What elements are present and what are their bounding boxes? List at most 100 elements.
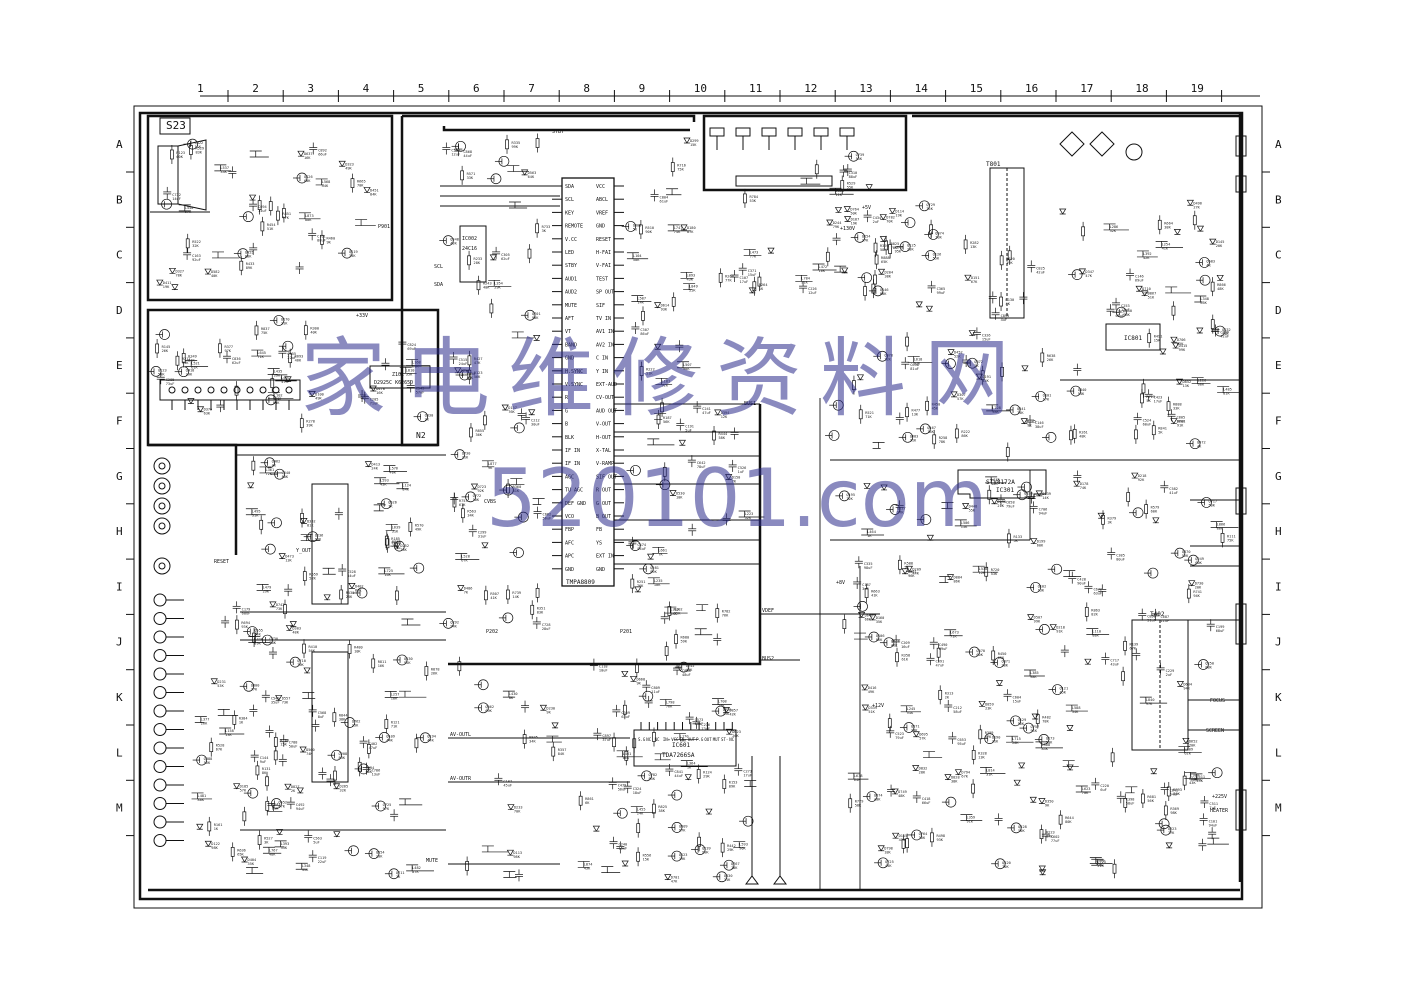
scart-connector (150, 139, 210, 213)
svg-text:R793: R793 (1173, 788, 1182, 792)
svg-text:D323: D323 (345, 162, 354, 166)
main-ic-pin-right: TEST (596, 276, 608, 282)
svg-text:83K: 83K (339, 756, 346, 760)
svg-text:L464: L464 (867, 530, 876, 534)
svg-text:94uF: 94uF (296, 807, 305, 811)
svg-text:L482: L482 (412, 866, 421, 870)
svg-text:R251: R251 (637, 580, 646, 584)
svg-text:D209: D209 (912, 567, 921, 571)
svg-text:C563: C563 (313, 837, 322, 841)
svg-text:11uF: 11uF (1161, 619, 1170, 623)
svg-text:15K: 15K (961, 525, 968, 529)
svg-text:30uF: 30uF (531, 422, 540, 426)
svg-text:43K: 43K (687, 277, 694, 281)
main-ic-pin-left: LED (565, 250, 574, 256)
svg-text:L170: L170 (680, 735, 689, 739)
svg-text:63K: 63K (355, 588, 362, 592)
svg-text:R720: R720 (991, 568, 1000, 572)
svg-text:12uF: 12uF (451, 153, 460, 157)
svg-text:C804: C804 (660, 195, 669, 199)
svg-text:38K: 38K (339, 718, 346, 722)
svg-text:54uF: 54uF (347, 574, 356, 578)
svg-text:54K: 54K (718, 704, 725, 708)
svg-text:D151: D151 (971, 276, 980, 280)
svg-text:6K: 6K (585, 801, 590, 805)
svg-text:C241: C241 (702, 407, 711, 411)
svg-text:58uF: 58uF (953, 710, 962, 714)
svg-text:D178: D178 (1080, 482, 1089, 486)
svg-text:L485: L485 (1223, 388, 1232, 392)
svg-text:D828: D828 (951, 776, 960, 780)
svg-text:43K: 43K (380, 483, 387, 487)
svg-text:R733: R733 (542, 225, 551, 229)
svg-text:Q195: Q195 (846, 493, 855, 497)
v130-net: +130V (840, 226, 855, 232)
svg-text:76K: 76K (508, 410, 515, 414)
row-label-right: G (1275, 470, 1282, 483)
row-label-right: I (1275, 580, 1282, 593)
svg-text:C398: C398 (1126, 797, 1135, 801)
svg-text:36K: 36K (1024, 496, 1031, 500)
svg-text:35K: 35K (876, 620, 883, 624)
svg-text:43K: 43K (899, 838, 906, 842)
main-ic-pin-right: YS (596, 540, 602, 546)
svg-text:L254: L254 (1162, 242, 1171, 246)
svg-text:51K: 51K (868, 710, 875, 714)
svg-text:L784: L784 (801, 276, 810, 280)
svg-text:70K: 70K (357, 184, 364, 188)
svg-text:96K: 96K (908, 574, 915, 578)
svg-text:L385: L385 (1030, 671, 1039, 675)
svg-text:D723: D723 (477, 485, 486, 489)
svg-text:Q530: Q530 (404, 657, 413, 661)
svg-text:43K: 43K (584, 866, 591, 870)
svg-text:R351: R351 (537, 606, 546, 610)
eeprom-ic (459, 225, 487, 283)
svg-text:61uF: 61uF (660, 199, 669, 203)
row-label-right: A (1275, 138, 1282, 151)
svg-text:40K: 40K (991, 482, 998, 486)
svg-text:51K: 51K (1222, 332, 1229, 336)
svg-text:Q348: Q348 (450, 238, 459, 242)
svg-text:L348: L348 (302, 864, 311, 868)
column-label: 9 (639, 82, 646, 95)
svg-text:5K: 5K (1146, 399, 1151, 403)
svg-text:C199: C199 (1216, 625, 1225, 629)
svg-text:46K: 46K (295, 359, 302, 363)
svg-text:C653: C653 (957, 738, 966, 742)
svg-text:77K: 77K (1168, 831, 1175, 835)
svg-text:R559: R559 (309, 573, 318, 577)
svg-text:2uF: 2uF (873, 220, 880, 224)
svg-text:R855: R855 (475, 429, 484, 433)
main-ic-pin-left: BLK (565, 435, 574, 441)
svg-text:50K: 50K (1208, 503, 1215, 507)
main-ic-pin-right: VCC (596, 184, 605, 190)
svg-text:R480: R480 (354, 646, 363, 650)
svg-text:Q526: Q526 (388, 501, 397, 505)
svg-text:87K: 87K (985, 735, 992, 739)
svg-text:16K: 16K (376, 391, 383, 395)
svg-text:91K: 91K (801, 280, 808, 284)
svg-text:D507: D507 (1034, 616, 1043, 620)
column-label: 17 (1080, 82, 1093, 95)
svg-text:46K: 46K (891, 644, 898, 648)
svg-text:2K: 2K (425, 418, 430, 422)
svg-text:R579: R579 (1151, 506, 1160, 510)
svg-text:4K: 4K (272, 464, 277, 468)
svg-text:Q194: Q194 (427, 735, 436, 739)
svg-text:C163: C163 (192, 254, 201, 258)
svg-text:D782: D782 (886, 216, 895, 220)
svg-text:52K: 52K (954, 355, 961, 359)
svg-text:D470: D470 (376, 387, 385, 391)
svg-text:69K: 69K (485, 709, 492, 713)
svg-text:R543: R543 (272, 802, 281, 806)
svg-text:R837: R837 (261, 327, 270, 331)
svg-text:D185: D185 (240, 785, 249, 789)
svg-text:66K: 66K (366, 770, 373, 774)
svg-text:C602: C602 (1051, 835, 1060, 839)
svg-text:92K: 92K (477, 489, 484, 493)
svg-text:29K: 29K (727, 848, 734, 852)
svg-text:L257: L257 (391, 692, 400, 696)
svg-text:C642: C642 (697, 461, 706, 465)
svg-text:L506: L506 (961, 521, 970, 525)
svg-text:C220: C220 (1100, 784, 1109, 788)
